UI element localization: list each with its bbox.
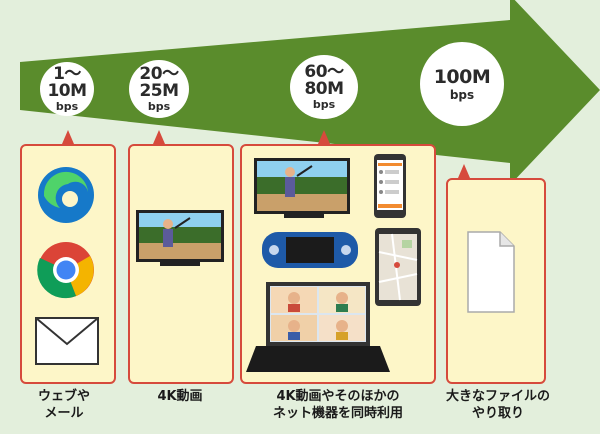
chrome-browser-icon (37, 242, 94, 299)
caption-large-file: 大きなファイルの やり取り (445, 389, 550, 421)
speed-circle-4: 100M bps (420, 42, 504, 126)
tablet-map-icon (375, 228, 421, 306)
laptop-video-call-icon (246, 282, 390, 372)
mail-envelope-icon (35, 317, 99, 365)
pointer-2 (153, 130, 165, 144)
speed-circle-2: 20〜 25M bps (129, 60, 189, 118)
pointer-1 (62, 130, 74, 144)
baseball-tv-icon (136, 210, 224, 266)
pointer-4 (458, 164, 470, 178)
baseball-tv-icon-2 (254, 158, 350, 218)
game-console-icon (262, 232, 358, 268)
pointer-3 (318, 130, 330, 144)
speed-circle-1: 1〜 10M bps (40, 62, 94, 116)
edge-browser-icon (38, 167, 94, 223)
document-file-icon (467, 231, 515, 313)
caption-4k: 4K動画 (157, 389, 203, 404)
caption-multi-device: 4K動画やそのほかの ネット機器を同時利用 (272, 389, 403, 421)
speed-circle-3: 60〜 80M bps (290, 55, 358, 119)
smartphone-chat-icon (374, 154, 406, 218)
caption-web-mail: ウェブや メール (37, 389, 90, 421)
